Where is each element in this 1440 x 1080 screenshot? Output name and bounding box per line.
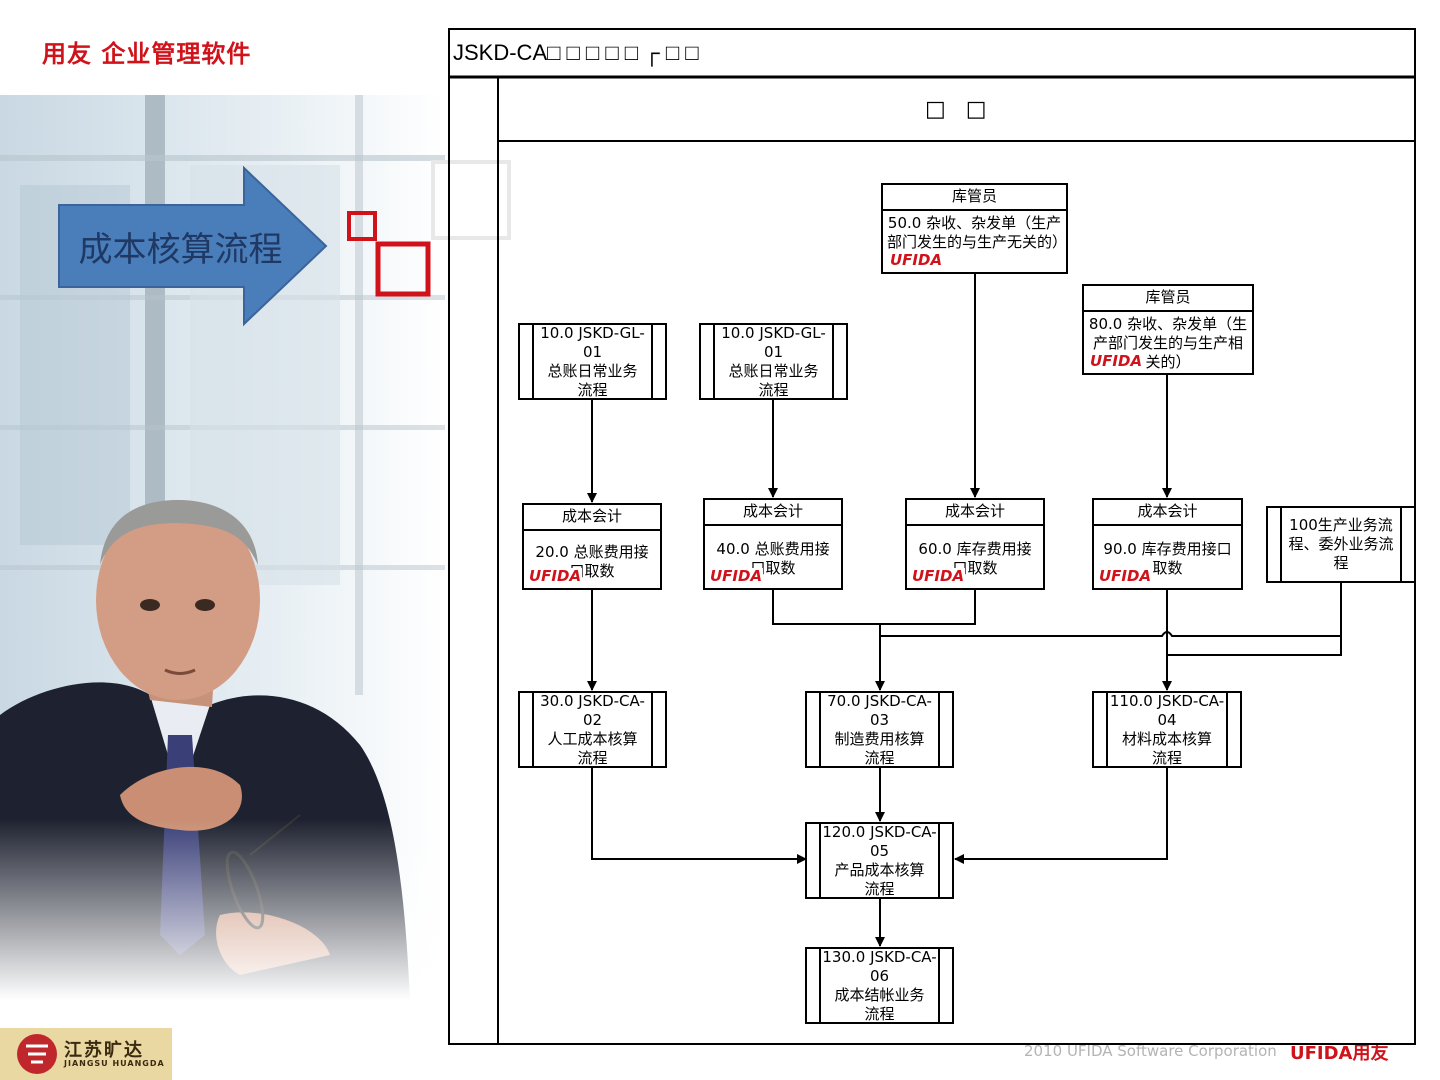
process-node-130[interactable]: 130.0 JSKD-CA-06 成本结帐业务 流程 xyxy=(805,947,954,1024)
process-node-30[interactable]: 30.0 JSKD-CA-02 人工成本核算 流程 xyxy=(518,691,667,768)
task-role: 库管员 xyxy=(883,185,1066,211)
process-node-10a[interactable]: 10.0 JSKD-GL-01 总账日常业务 流程 xyxy=(518,323,667,400)
ufida-watermark: UFIDA xyxy=(889,252,943,268)
ufida-watermark: UFIDA xyxy=(709,568,763,584)
task-role: 成本会计 xyxy=(907,500,1043,526)
ufida-watermark: UFIDA xyxy=(1098,568,1152,584)
swimlane-title: □□ xyxy=(925,97,1007,122)
process-node-70[interactable]: 70.0 JSKD-CA-03 制造费用核算 流程 xyxy=(805,691,954,768)
diagram-title: JSKD-CA□ □ □ □ □ ┌ □ □ xyxy=(453,40,699,66)
task-role: 成本会计 xyxy=(524,505,660,531)
task-role: 成本会计 xyxy=(1094,500,1241,526)
ufida-watermark: UFIDA xyxy=(1089,353,1143,369)
process-node-110[interactable]: 110.0 JSKD-CA-04 材料成本核算 流程 xyxy=(1092,691,1242,768)
process-node-100[interactable]: 100生产业务流程、委外业务流程 xyxy=(1266,506,1416,583)
task-role: 成本会计 xyxy=(705,500,841,526)
task-desc: 50.0 杂收、杂发单（生产部门发生的与生产无关的） xyxy=(883,211,1066,252)
ufida-watermark: UFIDA xyxy=(528,568,582,584)
process-node-10b[interactable]: 10.0 JSKD-GL-01 总账日常业务 流程 xyxy=(699,323,848,400)
task-role: 库管员 xyxy=(1084,286,1252,312)
ufida-watermark: UFIDA xyxy=(911,568,965,584)
process-node-120[interactable]: 120.0 JSKD-CA-05 产品成本核算 流程 xyxy=(805,822,954,899)
